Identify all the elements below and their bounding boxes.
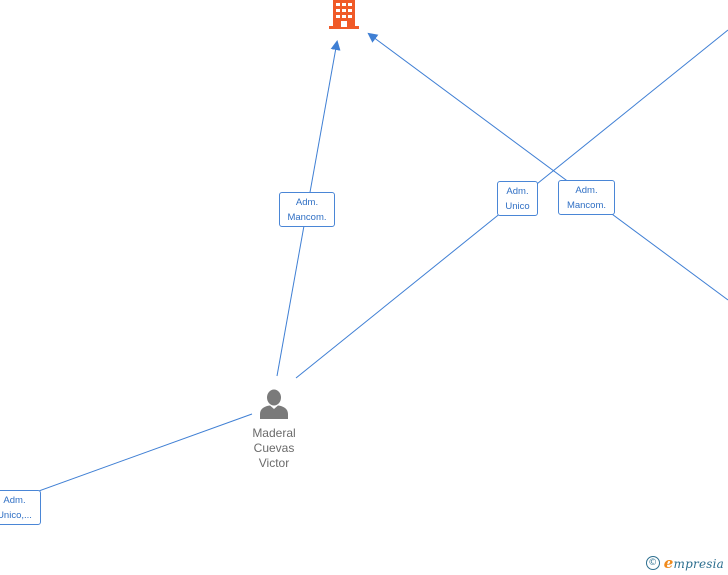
- person-name: Maderal Cuevas Victor: [236, 426, 312, 471]
- role-label-line: Unico: [505, 200, 530, 212]
- brand-initial: e: [663, 554, 674, 572]
- role-label-adm-mancom-2[interactable]: Adm. Mancom.: [558, 180, 615, 215]
- person-node[interactable]: Maderal Cuevas Victor: [236, 388, 312, 471]
- person-name-line: Cuevas: [253, 441, 295, 455]
- person-icon: [260, 389, 288, 419]
- role-label-line: Adm.: [3, 494, 26, 506]
- role-label-line: Adm.: [575, 184, 598, 196]
- person-name-line: Victor: [258, 456, 290, 470]
- role-label-adm-unico[interactable]: Adm. Unico: [497, 181, 538, 216]
- role-label-line: Mancom.: [287, 211, 327, 223]
- role-label-line: Mancom.: [566, 199, 607, 211]
- building-icon: [329, 0, 359, 29]
- person-name-line: Maderal: [252, 426, 296, 440]
- role-label-line: Adm.: [506, 185, 529, 197]
- empresia-watermark: © empresia: [645, 554, 724, 572]
- brand-logo: empresia: [664, 554, 724, 572]
- role-label-line: Unico,...: [0, 509, 32, 521]
- role-label-adm-unico-etc[interactable]: Adm. Unico,...: [0, 490, 41, 525]
- copyright-symbol: ©: [645, 556, 660, 570]
- role-label-line: Adm.: [295, 196, 319, 208]
- brand-rest: mpresia: [673, 557, 724, 571]
- role-label-adm-mancom[interactable]: Adm. Mancom.: [279, 192, 335, 227]
- edge-person-to-offscreen-unico-etc: [0, 413, 253, 506]
- edge-offscreen-to-company-mancom: [367, 32, 728, 301]
- company-node[interactable]: [327, 0, 361, 30]
